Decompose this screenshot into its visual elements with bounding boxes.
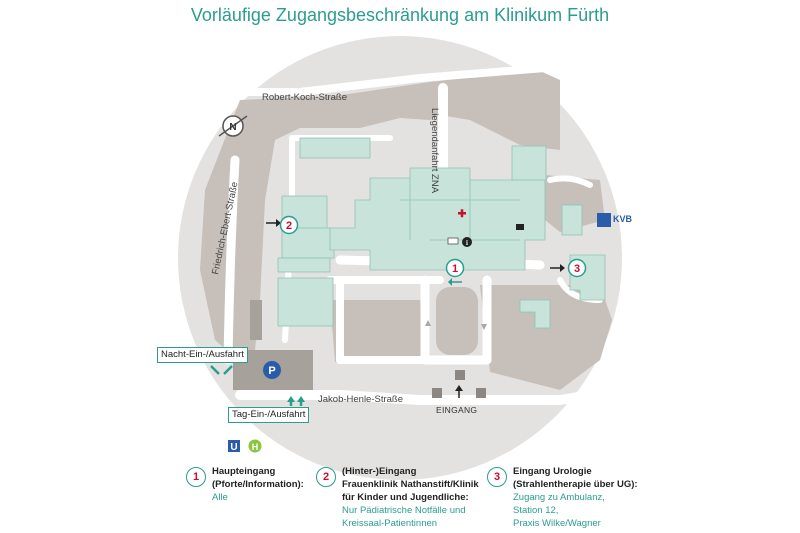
entrance-pillars (432, 370, 486, 398)
red-cross-icon (458, 209, 466, 218)
building (277, 257, 331, 273)
building (561, 204, 583, 236)
night-entry-label: Nacht-Ein-/Ausfahrt (157, 347, 248, 363)
entrance-label: EINGANG (436, 405, 478, 415)
terrain (200, 70, 612, 390)
cafe-icon (516, 224, 524, 230)
marker-3: 3 (567, 258, 587, 278)
parking-icon (263, 361, 281, 379)
entry-arrow-3 (550, 264, 565, 272)
compass-icon: N (218, 115, 248, 137)
kvb-logo: KVB (597, 213, 633, 227)
building (299, 137, 371, 159)
small-building (250, 300, 262, 340)
central-green (436, 287, 478, 355)
compass-north-label: N (229, 122, 236, 133)
ubahn-icon: U (228, 440, 240, 453)
legend-detail-1: Alle (212, 492, 228, 503)
buildings (277, 137, 606, 329)
night-entry-arrows (210, 365, 233, 375)
parking-label: P (268, 365, 275, 377)
info-icon-glyph: i (466, 239, 468, 247)
legend-number-2: 2 (316, 467, 336, 487)
building (519, 299, 551, 329)
bus-label: H (252, 442, 259, 452)
bus-icon: H (248, 439, 262, 453)
building (277, 277, 334, 327)
legend-title-2: (Hinter-)Eingang Frauenklinik Nathanstif… (342, 466, 479, 503)
legend-detail-3: Zugang zu Ambulanz, Station 12, Praxis W… (513, 492, 605, 529)
street-jakob-henle: Jakob-Henle-Straße (318, 394, 403, 405)
page-title: Vorläufige Zugangsbeschränkung am Klinik… (190, 5, 610, 25)
street-liegendanfahrt: Liegendanfahrt ZNA (429, 108, 440, 194)
entry-arrow-1 (448, 278, 462, 286)
info-icon (462, 237, 472, 247)
elevator-icon (447, 237, 459, 245)
marker-1: 1 (445, 258, 465, 278)
legend-title-1: Haupteingang (Pforte/Information): (212, 466, 304, 490)
entrance-arrow (455, 385, 463, 398)
street-robert-koch: Robert-Koch-Straße (262, 92, 347, 103)
day-entry-label: Tag-Ein-/Ausfahrt (228, 407, 310, 423)
marker-3-label: 3 (574, 263, 580, 275)
kvb-label: KVB (613, 214, 633, 224)
entry-arrow-2 (266, 219, 281, 227)
legend-number-3: 3 (487, 467, 507, 487)
road-arrows (425, 320, 487, 330)
building (329, 167, 546, 271)
ubahn-label: U (230, 442, 237, 453)
marker-2-label: 2 (286, 220, 292, 232)
legend-detail-2: Nur Pädiatrische Notfälle und Kreissaal-… (342, 505, 466, 529)
building (511, 145, 547, 181)
marker-2: 2 (279, 215, 299, 235)
building-details (400, 178, 520, 241)
day-entry-arrows (287, 396, 305, 406)
marker-1-label: 1 (452, 263, 458, 275)
legend-title-3: Eingang Urologie (Strahlentherapie über … (513, 466, 638, 490)
legend-number-1: 1 (186, 467, 206, 487)
